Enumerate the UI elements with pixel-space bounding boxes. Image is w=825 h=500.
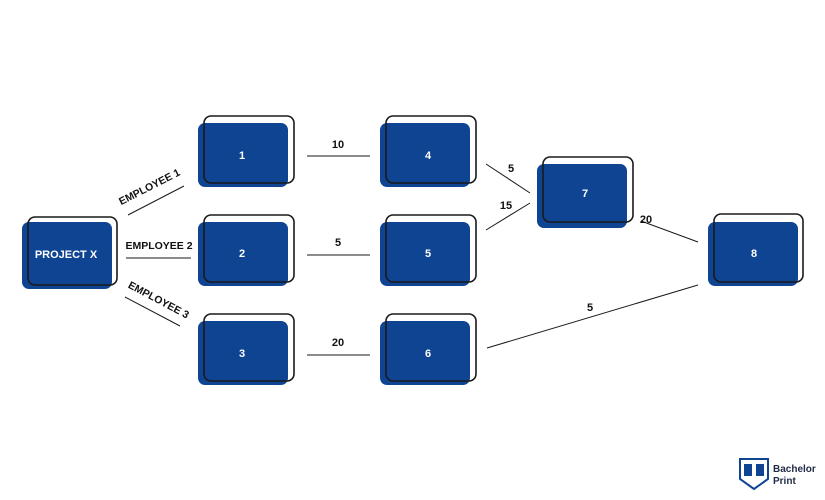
edge-projectx-n1: EMPLOYEE 1 xyxy=(117,167,185,216)
edge-line xyxy=(640,220,699,243)
edge-line xyxy=(486,284,699,349)
node-outline xyxy=(542,156,634,223)
logo-line2: Print xyxy=(773,476,796,487)
edge-projectx-n2: EMPLOYEE 2 xyxy=(125,240,193,259)
node-outline xyxy=(203,313,295,382)
node-box xyxy=(380,321,470,385)
node-box xyxy=(198,222,288,286)
node-n2[interactable]: 2 xyxy=(198,214,295,286)
node-projectx[interactable]: PROJECT X xyxy=(22,216,118,289)
node-outline xyxy=(203,214,295,283)
logo-line1: Bachelor xyxy=(773,464,816,475)
node-n6[interactable]: 6 xyxy=(380,313,477,385)
node-outline xyxy=(203,115,295,184)
node-outline xyxy=(713,213,804,283)
bachelorprint-logo: Bachelor Print xyxy=(739,458,816,491)
node-n4[interactable]: 4 xyxy=(380,115,477,187)
node-label: 6 xyxy=(425,348,431,360)
node-outline xyxy=(385,313,477,382)
edge-n5-n7: 15 xyxy=(485,200,531,231)
edge-label: 5 xyxy=(508,163,514,175)
node-label: 5 xyxy=(425,248,431,260)
node-box xyxy=(380,222,470,286)
edge-label: 15 xyxy=(500,200,512,212)
node-box xyxy=(198,321,288,385)
node-label: 1 xyxy=(239,150,245,162)
edge-label: 20 xyxy=(332,337,344,349)
edge-label: EMPLOYEE 2 xyxy=(125,240,192,252)
node-label: 2 xyxy=(239,248,245,260)
node-n7[interactable]: 7 xyxy=(537,156,634,228)
edge-n1-n4: 10 xyxy=(307,139,370,157)
node-outline xyxy=(385,214,477,283)
node-n8[interactable]: 8 xyxy=(708,213,804,286)
bachelorprint-shield-icon xyxy=(739,458,769,491)
edge-projectx-n3: EMPLOYEE 3 xyxy=(124,279,191,327)
node-box xyxy=(22,222,112,289)
edge-line xyxy=(485,163,531,194)
edge-line xyxy=(124,296,181,327)
edge-label: EMPLOYEE 1 xyxy=(117,167,182,208)
edge-n3-n6: 20 xyxy=(307,337,370,356)
edge-label: 5 xyxy=(335,237,341,249)
nodes-layer: PROJECT X 1 2 3 4 5 6 7 8 xyxy=(22,115,804,385)
edge-n6-n8: 5 xyxy=(486,284,699,349)
edge-line xyxy=(485,202,531,231)
edge-label: 5 xyxy=(587,302,593,314)
node-n3[interactable]: 3 xyxy=(198,313,295,385)
node-label: 7 xyxy=(582,188,588,200)
node-outline xyxy=(27,216,118,286)
node-label: 4 xyxy=(425,150,432,162)
edge-label: 10 xyxy=(332,139,344,151)
node-outline xyxy=(385,115,477,184)
node-box xyxy=(380,123,470,187)
edge-label: 20 xyxy=(640,214,652,226)
node-box xyxy=(537,164,627,228)
edge-line xyxy=(127,185,185,216)
node-n5[interactable]: 5 xyxy=(380,214,477,286)
edge-n4-n7: 5 xyxy=(485,163,531,194)
edge-n7-n8: 20 xyxy=(640,214,699,243)
node-box xyxy=(708,222,798,286)
node-label: 8 xyxy=(751,248,757,260)
node-label: PROJECT X xyxy=(35,249,98,261)
edge-n2-n5: 5 xyxy=(307,237,370,256)
node-box xyxy=(198,123,288,187)
node-n1[interactable]: 1 xyxy=(198,115,295,187)
node-label: 3 xyxy=(239,348,245,360)
